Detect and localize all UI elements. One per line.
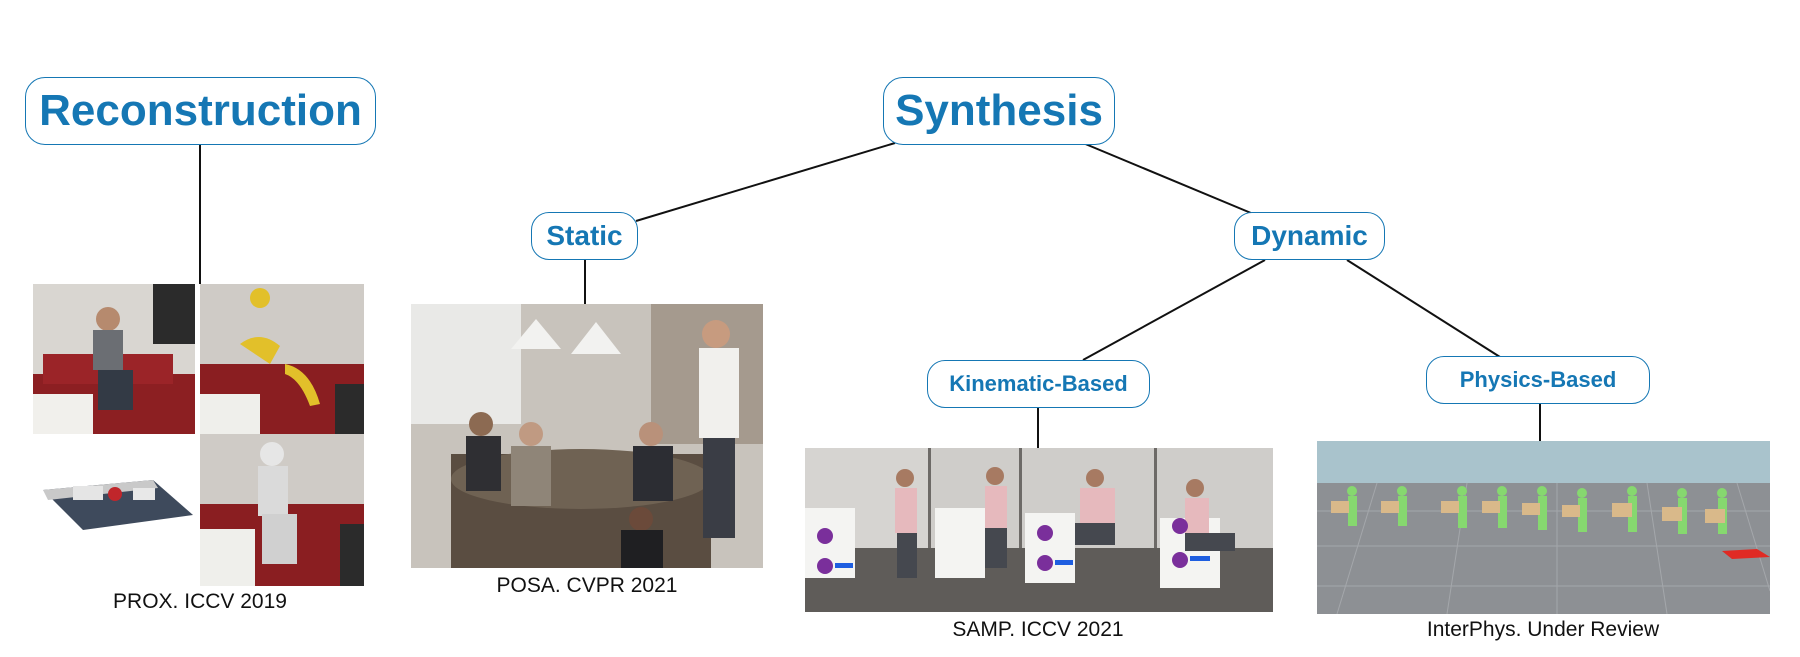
node-synthesis: Synthesis [883, 77, 1115, 145]
edge-dynamic-kinematic [1082, 259, 1266, 361]
samp-image [805, 448, 1273, 612]
caption-samp: SAMP. ICCV 2021 [952, 618, 1124, 641]
caption-interphys: InterPhys. Under Review [1426, 618, 1660, 641]
node-reconstruction: Reconstruction [25, 77, 376, 145]
caption-posa: POSA. CVPR 2021 [496, 574, 678, 597]
prox-photo-person [33, 284, 195, 434]
prox-scene-scan [33, 460, 195, 540]
node-static: Static [531, 212, 638, 260]
edge-synthesis-static [635, 142, 896, 222]
node-physics-based: Physics-Based [1426, 356, 1650, 404]
prox-photo-contact [200, 284, 364, 434]
prox-photo-body-mesh [200, 434, 364, 586]
edge-dynamic-physics [1346, 259, 1501, 358]
caption-prox: PROX. ICCV 2019 [113, 590, 287, 613]
edge-synthesis-dynamic [1082, 142, 1252, 214]
node-kinematic-based: Kinematic-Based [927, 360, 1150, 408]
node-dynamic: Dynamic [1234, 212, 1385, 260]
interphys-image [1317, 441, 1770, 614]
posa-image [411, 304, 763, 568]
